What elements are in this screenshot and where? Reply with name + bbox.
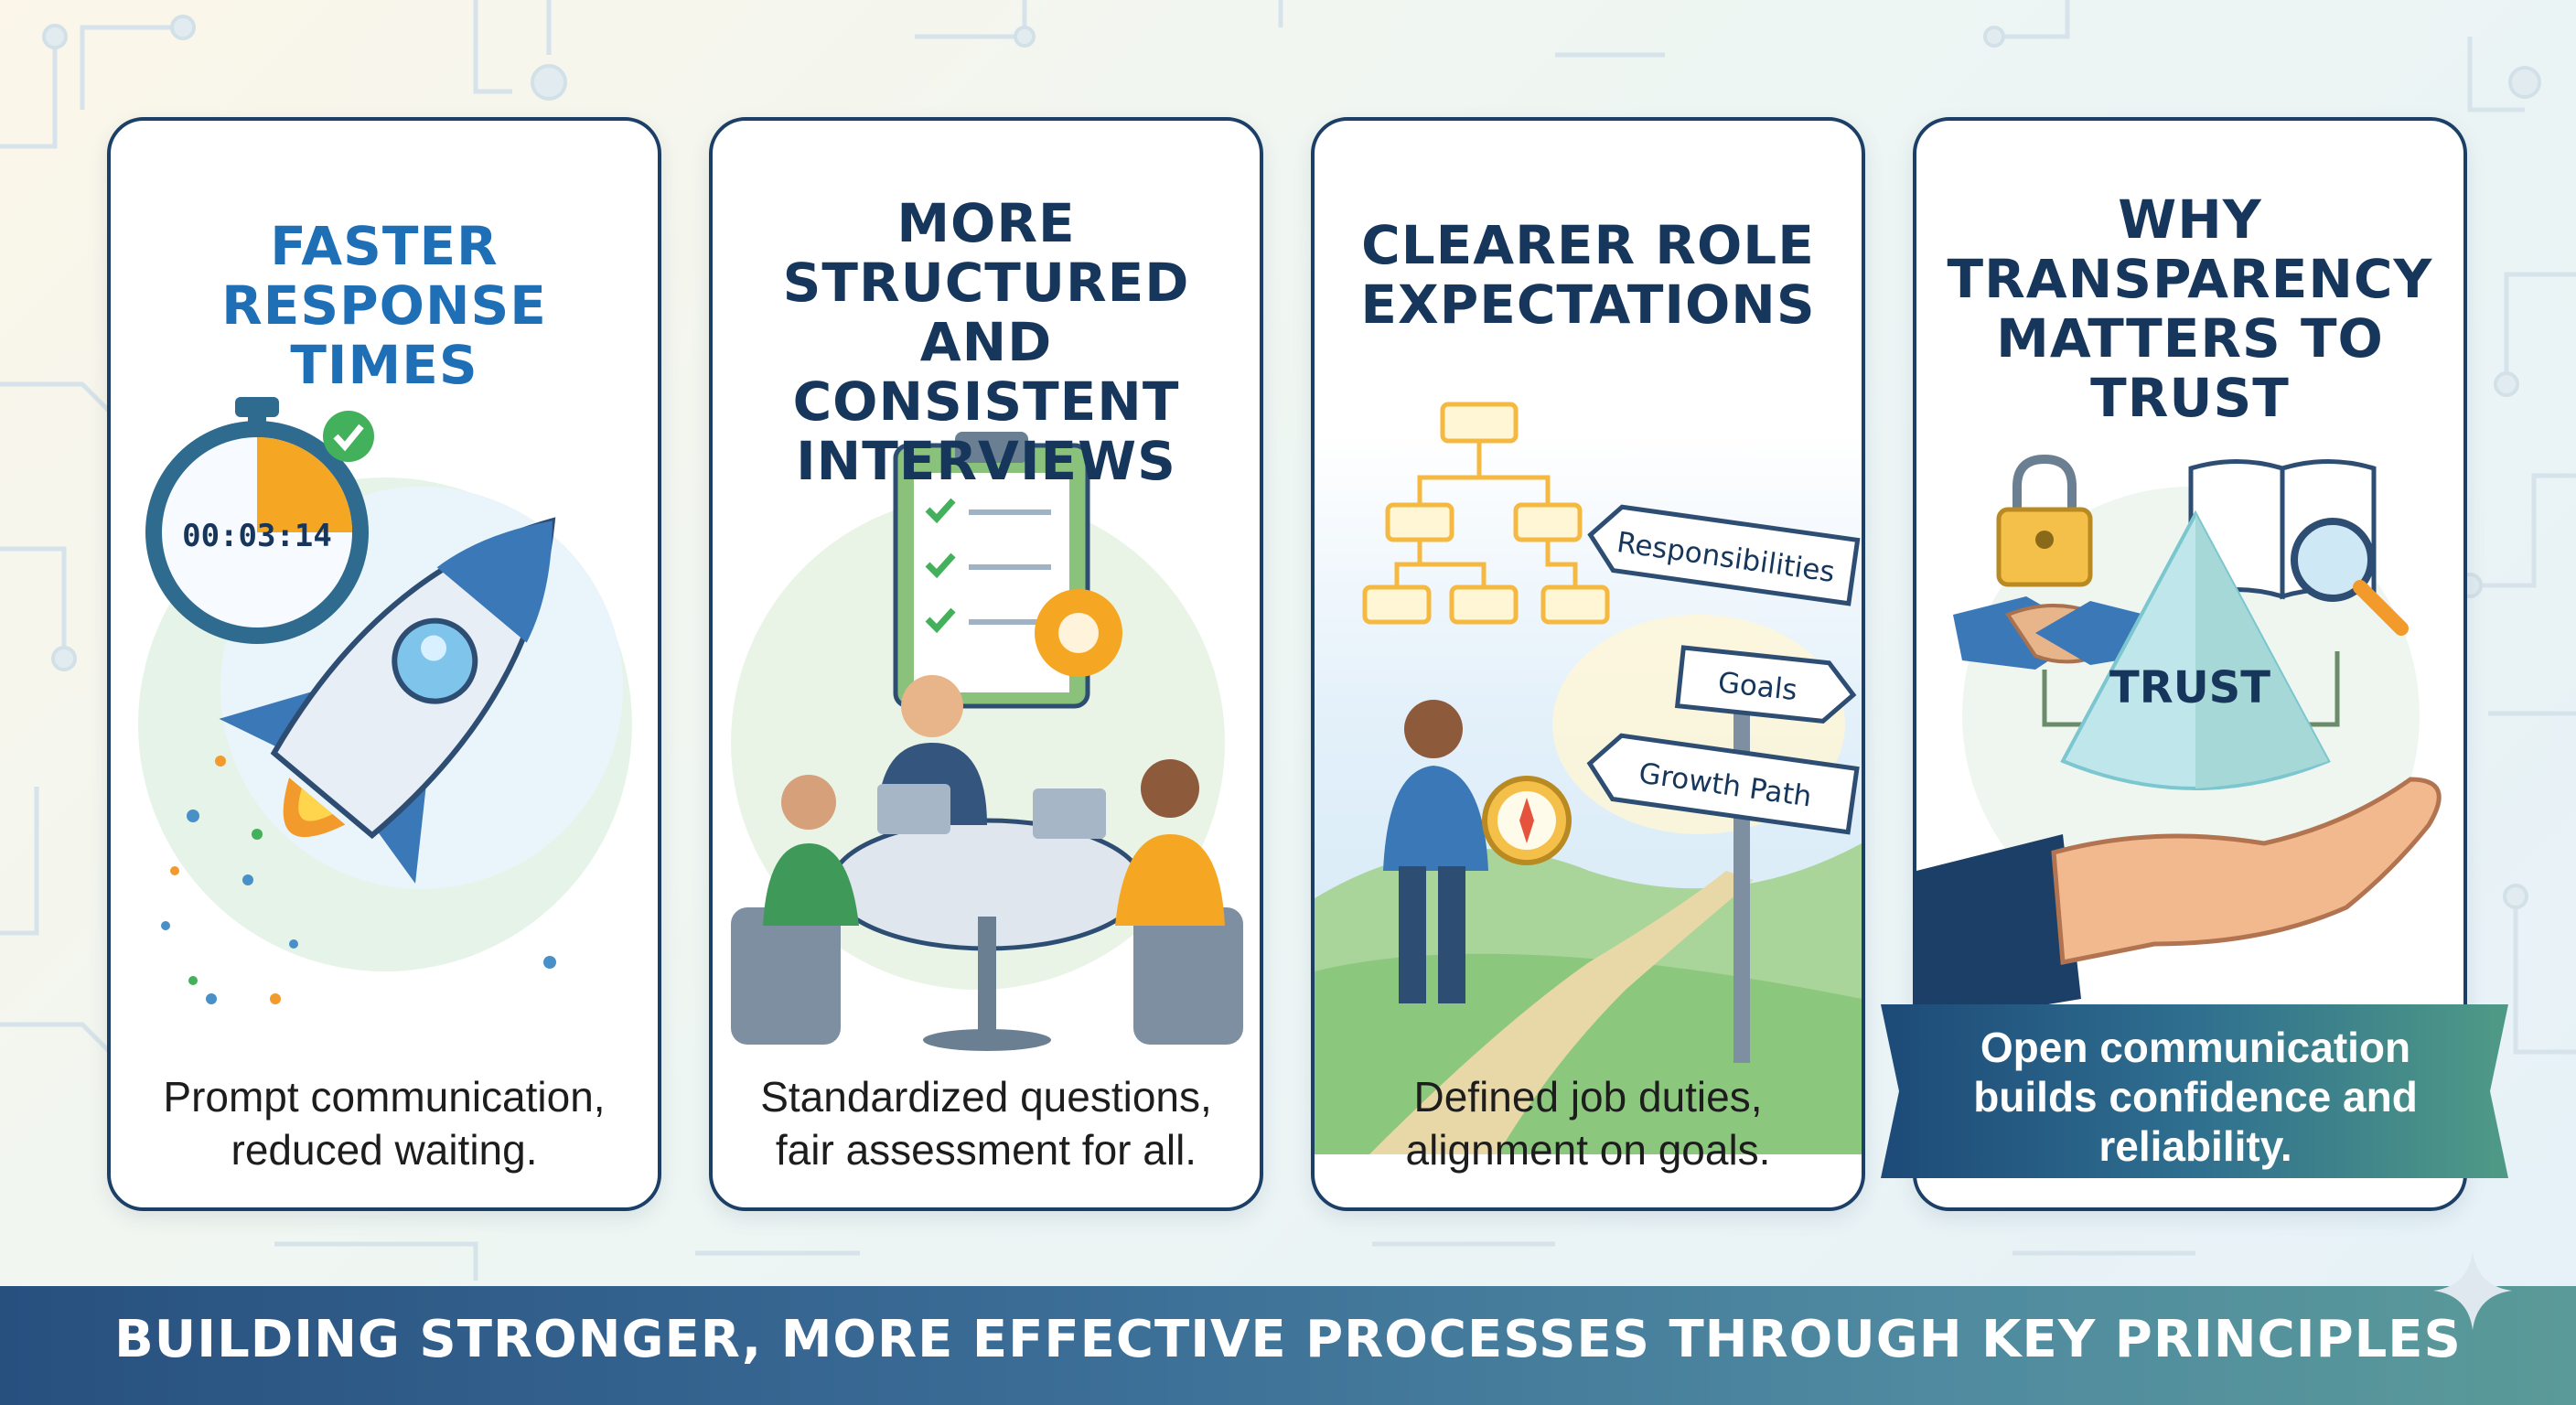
trust-banner-text: Open communication builds confidence and…	[1903, 1023, 2488, 1171]
stopwatch-icon	[145, 397, 374, 644]
title-line: FASTER	[270, 215, 499, 277]
title-line: MATTERS TO TRUST	[1996, 306, 2384, 429]
gear-icon	[1035, 589, 1122, 677]
handshake-icon	[1953, 596, 2145, 670]
card-3-illustration	[1315, 402, 1862, 1154]
rocket-icon	[219, 517, 556, 884]
description-line: alignment on goals.	[1405, 1126, 1771, 1174]
magnifier-icon	[2291, 518, 2409, 636]
person-with-compass	[1383, 700, 1572, 1003]
title-line: TRANSPARENCY	[1947, 247, 2433, 310]
card-structured-interviews: MORE STRUCTURED AND CONSISTENT INTERVIEW…	[709, 117, 1263, 1211]
footer-caption: BUILDING STRONGER, MORE EFFECTIVE PROCES…	[114, 1310, 2462, 1369]
card-clearer-roles: CLEARER ROLE EXPECTATIONS Responsibiliti…	[1311, 117, 1865, 1211]
title-line: INTERVIEWS	[796, 429, 1176, 492]
description-line: reduced waiting.	[231, 1126, 538, 1174]
card-title: MORE STRUCTURED AND CONSISTENT INTERVIEW…	[731, 194, 1241, 491]
card-transparency-trust: WHY TRANSPARENCY MATTERS TO TRUST TRUST	[1913, 117, 2467, 1211]
description-line: Prompt communication,	[163, 1073, 606, 1121]
checkmark-badge-icon	[333, 424, 364, 452]
card-description: Standardized questions, fair assessment …	[731, 1070, 1241, 1176]
description-line: builds confidence and	[1973, 1073, 2418, 1121]
padlock-icon	[1996, 454, 2093, 587]
signposts: Responsibilities Goals Growth Path	[1586, 504, 1861, 835]
open-hand-icon	[1916, 777, 2442, 1026]
title-line: EXPECTATIONS	[1360, 273, 1816, 336]
card-description: Prompt communication, reduced waiting.	[129, 1070, 639, 1176]
timer-readout: 00:03:14	[182, 518, 332, 554]
title-line: CLEARER ROLE	[1361, 214, 1815, 276]
person-left	[731, 775, 859, 1045]
title-line: RESPONSE TIMES	[221, 273, 547, 396]
footer-band	[0, 1286, 2576, 1405]
sign-goals: Goals	[1674, 645, 1857, 724]
trust-ribbon-banner	[1881, 1004, 2508, 1178]
sign-responsibilities: Responsibilities	[1587, 504, 1861, 606]
card-4-illustration	[1916, 454, 2442, 1026]
pyramid-label: TRUST	[2109, 662, 2270, 713]
card-title: CLEARER ROLE EXPECTATIONS	[1333, 216, 1843, 335]
org-chart-icon	[1362, 402, 1610, 625]
person-right	[1115, 759, 1243, 1045]
description-line: fair assessment for all.	[775, 1126, 1197, 1174]
description-line: Open communication	[1980, 1024, 2411, 1071]
description-line: reliability.	[2098, 1122, 2292, 1170]
card-description: Defined job duties, alignment on goals.	[1333, 1070, 1843, 1176]
description-line: Standardized questions,	[760, 1073, 1212, 1121]
card-2-illustration	[731, 432, 1243, 1051]
card-faster-response: 00:03:14 FASTER RESPONSE TIMES Prompt co…	[107, 117, 661, 1211]
card-title: FASTER RESPONSE TIMES	[129, 217, 639, 395]
pyramid-icon	[2060, 509, 2331, 790]
title-line: AND CONSISTENT	[792, 310, 1180, 433]
card-title: WHY TRANSPARENCY MATTERS TO TRUST	[1935, 190, 2445, 428]
card-1-illustration: 00:03:14	[138, 397, 632, 1004]
laptop-icon	[877, 784, 1106, 839]
description-line: Defined job duties,	[1413, 1073, 1763, 1121]
title-line: WHY	[2118, 188, 2262, 251]
title-line: MORE STRUCTURED	[782, 192, 1190, 314]
sparkle-icon	[2433, 1251, 2512, 1330]
sign-growth-path: Growth Path	[1586, 733, 1860, 835]
